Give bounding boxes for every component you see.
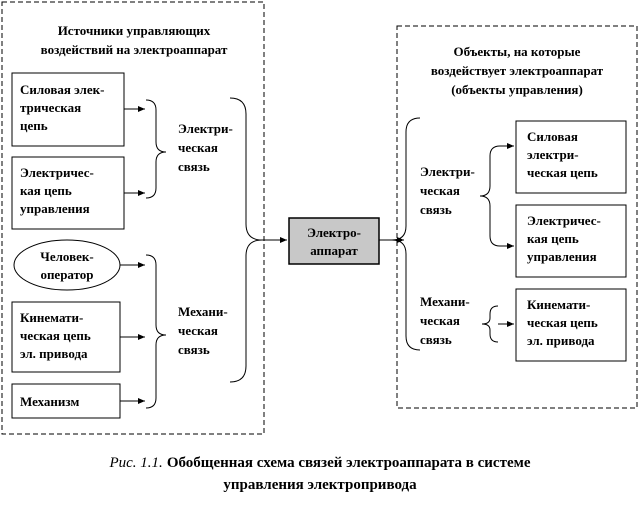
right-mechanical-line-1: Механи- (420, 294, 470, 309)
source-arrows (120, 106, 145, 404)
object-3-line-3: эл. привода (527, 333, 595, 348)
source-1-line-2: трическая (20, 100, 81, 115)
left-electric-brace (145, 99, 167, 199)
source-box-power-circuit (11, 72, 125, 147)
source-label-operator: Человек- оператор (40, 249, 93, 282)
left-electric-line-1: Электри- (178, 121, 233, 136)
source-box-kinematic-chain (11, 301, 121, 373)
object-1-line-1: Силовая (527, 129, 578, 144)
caption-line-1: Рис. 1.1. Обобщенная схема связей электро… (108, 455, 530, 471)
caption-label: Рис. 1.1. (108, 455, 162, 471)
left-title-line-1: Источники управляющих (58, 23, 211, 38)
right-mechanical-line-3: связь (420, 332, 452, 347)
right-combining-brace (391, 117, 421, 351)
right-electric-line-2: ческая (420, 183, 460, 198)
source-1-line-3: цепь (20, 118, 48, 133)
right-mechanical-link-label: Механи- ческая связь (420, 294, 470, 347)
source-box-mechanism (11, 383, 121, 419)
source-1-line-1: Силовая элек- (20, 82, 104, 97)
left-mechanical-line-1: Механи- (178, 304, 228, 319)
left-mechanical-line-3: связь (178, 342, 210, 357)
right-electric-brace (479, 145, 501, 247)
left-electric-line-2: ческая (178, 140, 218, 155)
source-3-line-1: Человек- (40, 249, 93, 264)
left-combining-brace (229, 97, 263, 383)
left-title-line-2: воздействий на электроаппарат (41, 42, 228, 57)
right-electric-line-1: Электри- (420, 164, 475, 179)
right-mechanical-brace (481, 305, 499, 343)
source-2-line-3: управления (20, 201, 90, 216)
object-box-kinematic-chain (515, 288, 627, 362)
object-2-line-1: Электричес- (527, 213, 601, 228)
left-mechanical-link-label: Механи- ческая связь (178, 304, 228, 357)
right-electric-line-3: связь (420, 202, 452, 217)
right-title-line-3: (объекты управления) (451, 82, 583, 97)
left-electric-link-label: Электри- ческая связь (178, 121, 233, 174)
object-2-line-2: кая цепь (527, 231, 579, 246)
object-1-line-3: ческая цепь (527, 165, 598, 180)
source-4-line-1: Кинемати- (20, 310, 83, 325)
caption-line-2: управления электропривода (223, 477, 417, 493)
left-mechanical-brace (145, 254, 167, 409)
center-apparatus-label: Электро- аппарат (307, 225, 361, 258)
object-box-control-circuit (515, 204, 627, 278)
source-label-control-circuit: Электричес- кая цепь управления (20, 165, 94, 216)
left-electric-line-3: связь (178, 159, 210, 174)
left-panel-frame (1, 1, 265, 435)
object-label-control-circuit: Электричес- кая цепь управления (527, 213, 601, 264)
object-label-power-circuit: Силовая электри- ческая цепь (527, 129, 598, 180)
object-box-power-circuit (515, 120, 627, 194)
left-mechanical-line-2: ческая (178, 323, 218, 338)
caption-text-1: Обобщенная схема связей электроаппарата … (167, 455, 531, 471)
source-label-mechanism: Механизм (20, 394, 79, 409)
center-line-2: аппарат (310, 243, 358, 258)
source-3-line-2: оператор (40, 267, 93, 282)
right-title-line-1: Объекты, на которые (454, 44, 581, 59)
figure-caption: Рис. 1.1. Обобщенная схема связей электро… (108, 455, 530, 493)
object-3-line-1: Кинемати- (527, 297, 590, 312)
object-arrows (498, 143, 514, 327)
object-2-line-3: управления (527, 249, 597, 264)
source-4-line-3: эл. привода (20, 346, 88, 361)
right-panel-title: Объекты, на которые воздействует электро… (431, 44, 604, 97)
right-electric-link-label: Электри- ческая связь (420, 164, 475, 217)
source-4-line-2: ческая цепь (20, 328, 91, 343)
right-title-line-2: воздействует электроаппарат (431, 63, 604, 78)
object-1-line-2: электри- (527, 147, 579, 162)
source-label-power-circuit: Силовая элек- трическая цепь (20, 82, 104, 133)
source-ellipse-operator (13, 239, 121, 291)
center-apparatus-box (288, 217, 380, 265)
object-3-line-2: ческая цепь (527, 315, 598, 330)
object-label-kinematic-chain: Кинемати- ческая цепь эл. привода (527, 297, 598, 348)
left-panel-title: Источники управляющих воздействий на эле… (41, 23, 228, 57)
right-panel-frame (396, 25, 638, 409)
center-line-1: Электро- (307, 225, 361, 240)
source-label-kinematic-chain: Кинемати- ческая цепь эл. привода (20, 310, 91, 361)
right-mechanical-line-2: ческая (420, 313, 460, 328)
source-2-line-2: кая цепь (20, 183, 72, 198)
source-2-line-1: Электричес- (20, 165, 94, 180)
